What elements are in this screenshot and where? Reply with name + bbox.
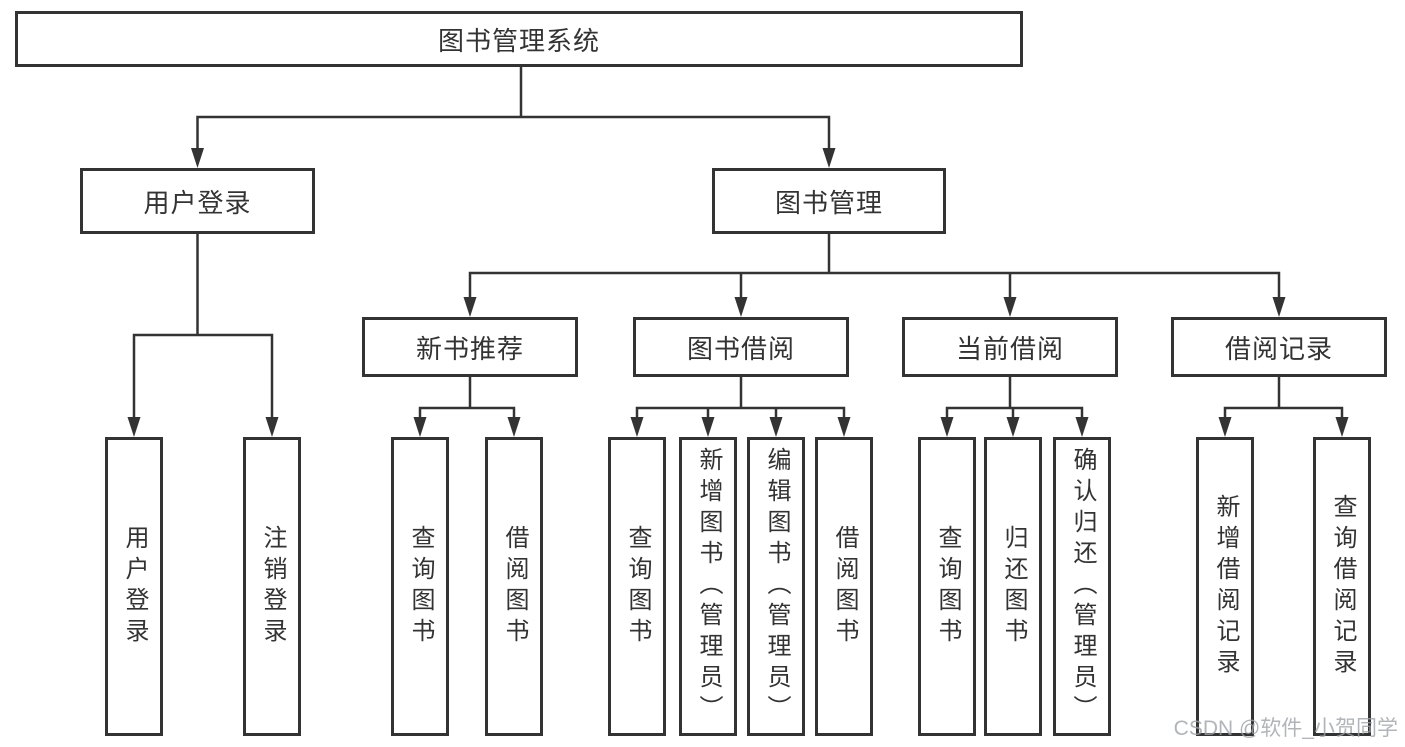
leaf-borrow-query-books-label: 查询图书 bbox=[624, 524, 651, 649]
leaf-borrow-query-books: 查询图书 bbox=[608, 437, 666, 736]
leaf-recommend-query-books-label: 查询图书 bbox=[407, 524, 434, 649]
connector-borrow-record-children bbox=[1218, 375, 1349, 437]
node-book-borrow-label: 图书借阅 bbox=[686, 333, 795, 364]
node-book-management: 图书管理 bbox=[712, 168, 946, 234]
node-root-label: 图书管理系统 bbox=[437, 25, 600, 56]
leaf-user-login-label: 用户登录 bbox=[121, 524, 148, 649]
leaf-record-add-borrow-record-label: 新增借阅记录 bbox=[1212, 493, 1239, 680]
node-current-borrow-label: 当前借阅 bbox=[955, 333, 1064, 364]
leaf-logout-login-label: 注销登录 bbox=[259, 524, 286, 649]
leaf-record-add-borrow-record: 新增借阅记录 bbox=[1196, 437, 1254, 736]
leaf-current-return-books-label: 归还图书 bbox=[1000, 524, 1027, 649]
node-user-login-label: 用户登录 bbox=[143, 187, 252, 218]
node-book-borrow: 图书借阅 bbox=[633, 317, 849, 377]
connector-new-book-recommend-children bbox=[413, 375, 521, 437]
leaf-logout-login: 注销登录 bbox=[243, 437, 301, 736]
leaf-borrow-borrow-books-label: 借阅图书 bbox=[831, 524, 858, 649]
connector-user-login-children bbox=[127, 232, 279, 437]
leaf-borrow-add-books-admin: 新增图书（管理员） bbox=[679, 437, 737, 736]
leaf-current-confirm-return-admin: 确认归还（管理员） bbox=[1053, 437, 1111, 736]
node-borrow-record-label: 借阅记录 bbox=[1224, 333, 1333, 364]
node-new-book-recommend: 新书推荐 bbox=[362, 317, 578, 377]
connector-book-borrow-children bbox=[630, 375, 851, 437]
node-borrow-record: 借阅记录 bbox=[1171, 317, 1387, 377]
node-new-book-recommend-label: 新书推荐 bbox=[415, 333, 524, 364]
node-current-borrow: 当前借阅 bbox=[902, 317, 1118, 377]
leaf-current-query-books-label: 查询图书 bbox=[934, 524, 961, 649]
leaf-current-confirm-return-admin-label: 确认归还（管理员） bbox=[1069, 447, 1096, 726]
leaf-borrow-edit-books-admin-label: 编辑图书（管理员） bbox=[763, 447, 790, 726]
leaf-current-return-books: 归还图书 bbox=[984, 437, 1042, 736]
leaf-current-query-books: 查询图书 bbox=[918, 437, 976, 736]
connector-root-to-level2 bbox=[191, 65, 836, 168]
leaf-recommend-borrow-books-label: 借阅图书 bbox=[501, 524, 528, 649]
leaf-user-login: 用户登录 bbox=[105, 437, 163, 736]
leaf-borrow-add-books-admin-label: 新增图书（管理员） bbox=[695, 447, 722, 726]
node-user-login: 用户登录 bbox=[80, 168, 315, 234]
leaf-record-query-borrow-record: 查询借阅记录 bbox=[1313, 437, 1371, 736]
node-root: 图书管理系统 bbox=[15, 11, 1023, 67]
node-book-management-label: 图书管理 bbox=[774, 187, 883, 218]
leaf-borrow-edit-books-admin: 编辑图书（管理员） bbox=[747, 437, 805, 736]
connector-current-borrow-children bbox=[940, 375, 1089, 437]
leaf-record-query-borrow-record-label: 查询借阅记录 bbox=[1329, 493, 1356, 680]
connector-book-management-children bbox=[463, 232, 1286, 317]
leaf-recommend-borrow-books: 借阅图书 bbox=[485, 437, 543, 736]
watermark: CSDN @软件_小贺同学 bbox=[1173, 717, 1398, 740]
leaf-borrow-borrow-books: 借阅图书 bbox=[815, 437, 873, 736]
leaf-recommend-query-books: 查询图书 bbox=[391, 437, 449, 736]
